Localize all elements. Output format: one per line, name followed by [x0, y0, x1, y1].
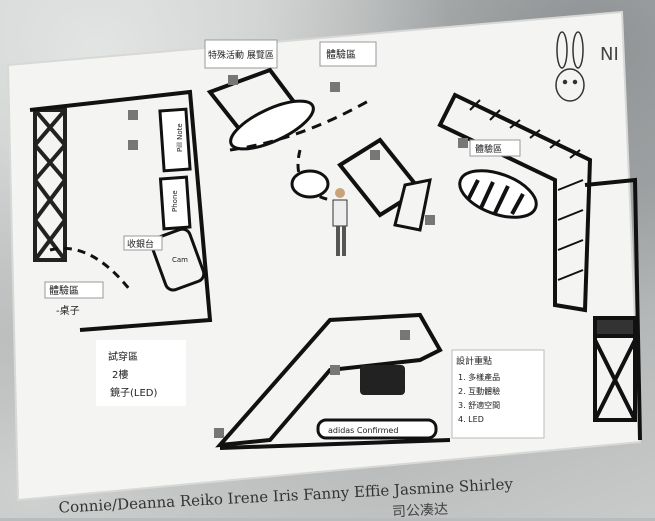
svg-text:3. 舒適空間: 3. 舒適空間 [458, 400, 500, 410]
svg-text:1. 多樣產品: 1. 多樣產品 [458, 372, 500, 382]
left-label-box: 體驗區 -桌子 [44, 281, 104, 317]
top-left-label: 特殊活動 展覽區 [204, 39, 278, 69]
svg-text:4. LED: 4. LED [458, 415, 484, 424]
dashed-arc-top [229, 98, 371, 152]
left-shelf-rack [33, 108, 67, 262]
marker-squares [128, 75, 468, 438]
sofa-label: Cam [172, 256, 188, 264]
svg-text:2樓: 2樓 [112, 368, 128, 381]
left-note-box: 試穿區 2樓 鏡子(LED) [96, 340, 186, 406]
bottom-counter: adidas Confirmed [215, 312, 451, 450]
svg-text:-桌子: -桌子 [56, 304, 80, 317]
stack-label-2: Phone [171, 190, 179, 212]
svg-text:設計重點: 設計重點 [456, 355, 492, 367]
right-hatched-shelf [437, 92, 593, 313]
svg-text:試穿區: 試穿區 [108, 350, 138, 363]
svg-text:adidas Confirmed: adidas Confirmed [328, 426, 398, 435]
sofa [150, 227, 206, 292]
right-x-rack [593, 316, 637, 422]
right-label-box [469, 139, 521, 157]
display-table-2 [158, 175, 192, 231]
svg-text:收銀台: 收銀台 [127, 238, 154, 250]
striped-oval [458, 169, 538, 219]
bunny-doodle [555, 31, 585, 102]
left-room-wall [29, 89, 213, 332]
corner-mark: NI [600, 44, 619, 65]
center-right-panel-2 [393, 178, 432, 232]
left-small-label: 收銀台 [123, 235, 163, 251]
svg-text:體驗區: 體驗區 [326, 48, 356, 61]
person-figure [332, 188, 348, 256]
right-label: 體驗區 [475, 143, 502, 155]
right-note-box: 設計重點 1. 多樣產品 2. 互動體驗 3. 舒適空間 4. LED [451, 349, 545, 439]
display-table-1 [158, 107, 192, 173]
svg-text:體驗區: 體驗區 [49, 284, 79, 297]
svg-text:鏡子(LED): 鏡子(LED) [110, 386, 157, 399]
oval-table-top [229, 99, 315, 151]
right-room-wall [584, 177, 642, 441]
top-mid-label: 體驗區 [319, 41, 377, 67]
oval-table-mid [290, 169, 330, 199]
svg-text:2. 互動體驗: 2. 互動體驗 [458, 386, 500, 396]
stack-label-1: Pill Note [176, 123, 184, 152]
svg-text:特殊活動 展覽區: 特殊活動 展覽區 [208, 49, 274, 61]
